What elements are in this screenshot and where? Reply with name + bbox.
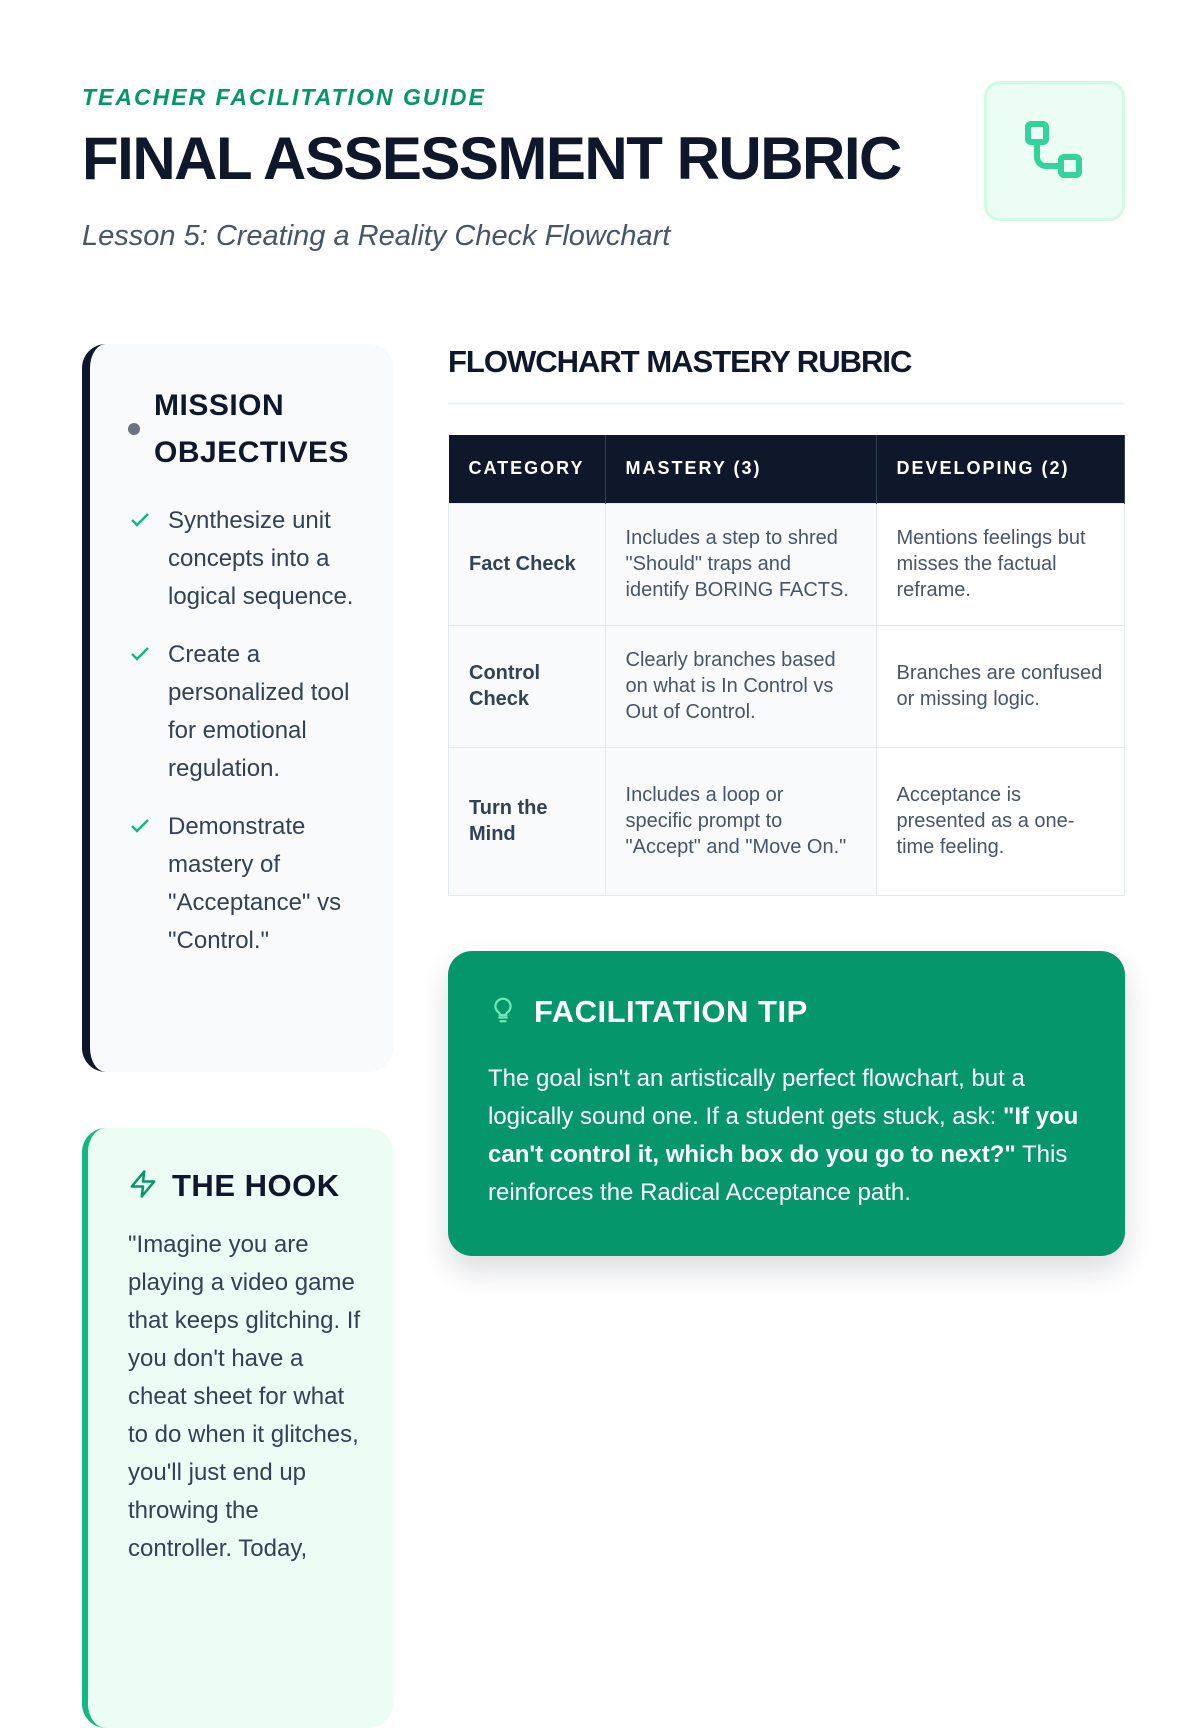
developing-cell: Acceptance is presented as a one-time fe…: [875, 746, 1126, 896]
category-cell: Turn the Mind: [448, 746, 606, 896]
developing-cell: Mentions feelings but misses the factual…: [875, 502, 1126, 626]
flowchart-icon: [984, 81, 1125, 221]
check-icon: [128, 502, 154, 616]
lightbulb-icon: [488, 993, 518, 1032]
mastery-cell: Clearly branches based on what is In Con…: [604, 624, 877, 748]
objectives-title: MISSION OBJECTIVES: [154, 389, 350, 469]
rubric-table: CATEGORY MASTERY (3) DEVELOPING (2) Fact…: [448, 435, 1126, 896]
table-row: Fact Check Includes a step to shred "Sho…: [448, 502, 1126, 626]
hook-title: THE HOOK: [172, 1168, 340, 1203]
tip-question: "If you can't control it, which box do y…: [488, 1102, 1079, 1168]
guide-eyebrow: TEACHER FACILITATION GUIDE: [82, 84, 486, 110]
lesson-subtitle: Lesson 5: Creating a Reality Check Flowc…: [82, 220, 671, 252]
target-icon: [128, 423, 140, 435]
category-cell: Control Check: [448, 624, 606, 748]
objective-item: Create a personalized tool for emotional…: [128, 636, 363, 788]
rubric-title: FLOWCHART MASTERY RUBRIC: [448, 344, 1125, 405]
table-row: Turn the Mind Includes a loop or specifi…: [448, 746, 1126, 896]
hook-card: THE HOOK "Imagine you are playing a vide…: [82, 1128, 393, 1728]
column-header: DEVELOPING (2): [876, 435, 1126, 503]
column-header: CATEGORY: [448, 435, 606, 503]
category-cell: Fact Check: [448, 502, 606, 626]
mastery-cell: Includes a loop or specific prompt to "A…: [604, 746, 877, 896]
table-row: Control Check Clearly branches based on …: [448, 624, 1126, 748]
tip-title: FACILITATION TIP: [534, 994, 808, 1029]
objective-item: Demonstrate mastery of "Acceptance" vs "…: [128, 808, 363, 960]
check-icon: [128, 808, 154, 960]
column-header: MASTERY (3): [605, 435, 877, 503]
developing-cell: Branches are confused or missing logic.: [875, 624, 1126, 748]
page-title: FINAL ASSESSMENT RUBRIC: [82, 125, 902, 192]
mastery-cell: Includes a step to shred "Should" traps …: [604, 502, 877, 626]
objective-item: Synthesize unit concepts into a logical …: [128, 502, 363, 616]
facilitation-tip-card: FACILITATION TIP The goal isn't an artis…: [448, 950, 1125, 1256]
mission-objectives-card: MISSION OBJECTIVES Synthesize unit conce…: [82, 344, 393, 1072]
lightning-icon: [128, 1169, 158, 1204]
hook-text: "Imagine you are playing a video game th…: [128, 1231, 361, 1562]
check-icon: [128, 636, 154, 788]
tip-text: The goal isn't an artistically perfect f…: [488, 1064, 1079, 1206]
header: TEACHER FACILITATION GUIDE FINAL ASSESSM…: [82, 80, 1125, 260]
